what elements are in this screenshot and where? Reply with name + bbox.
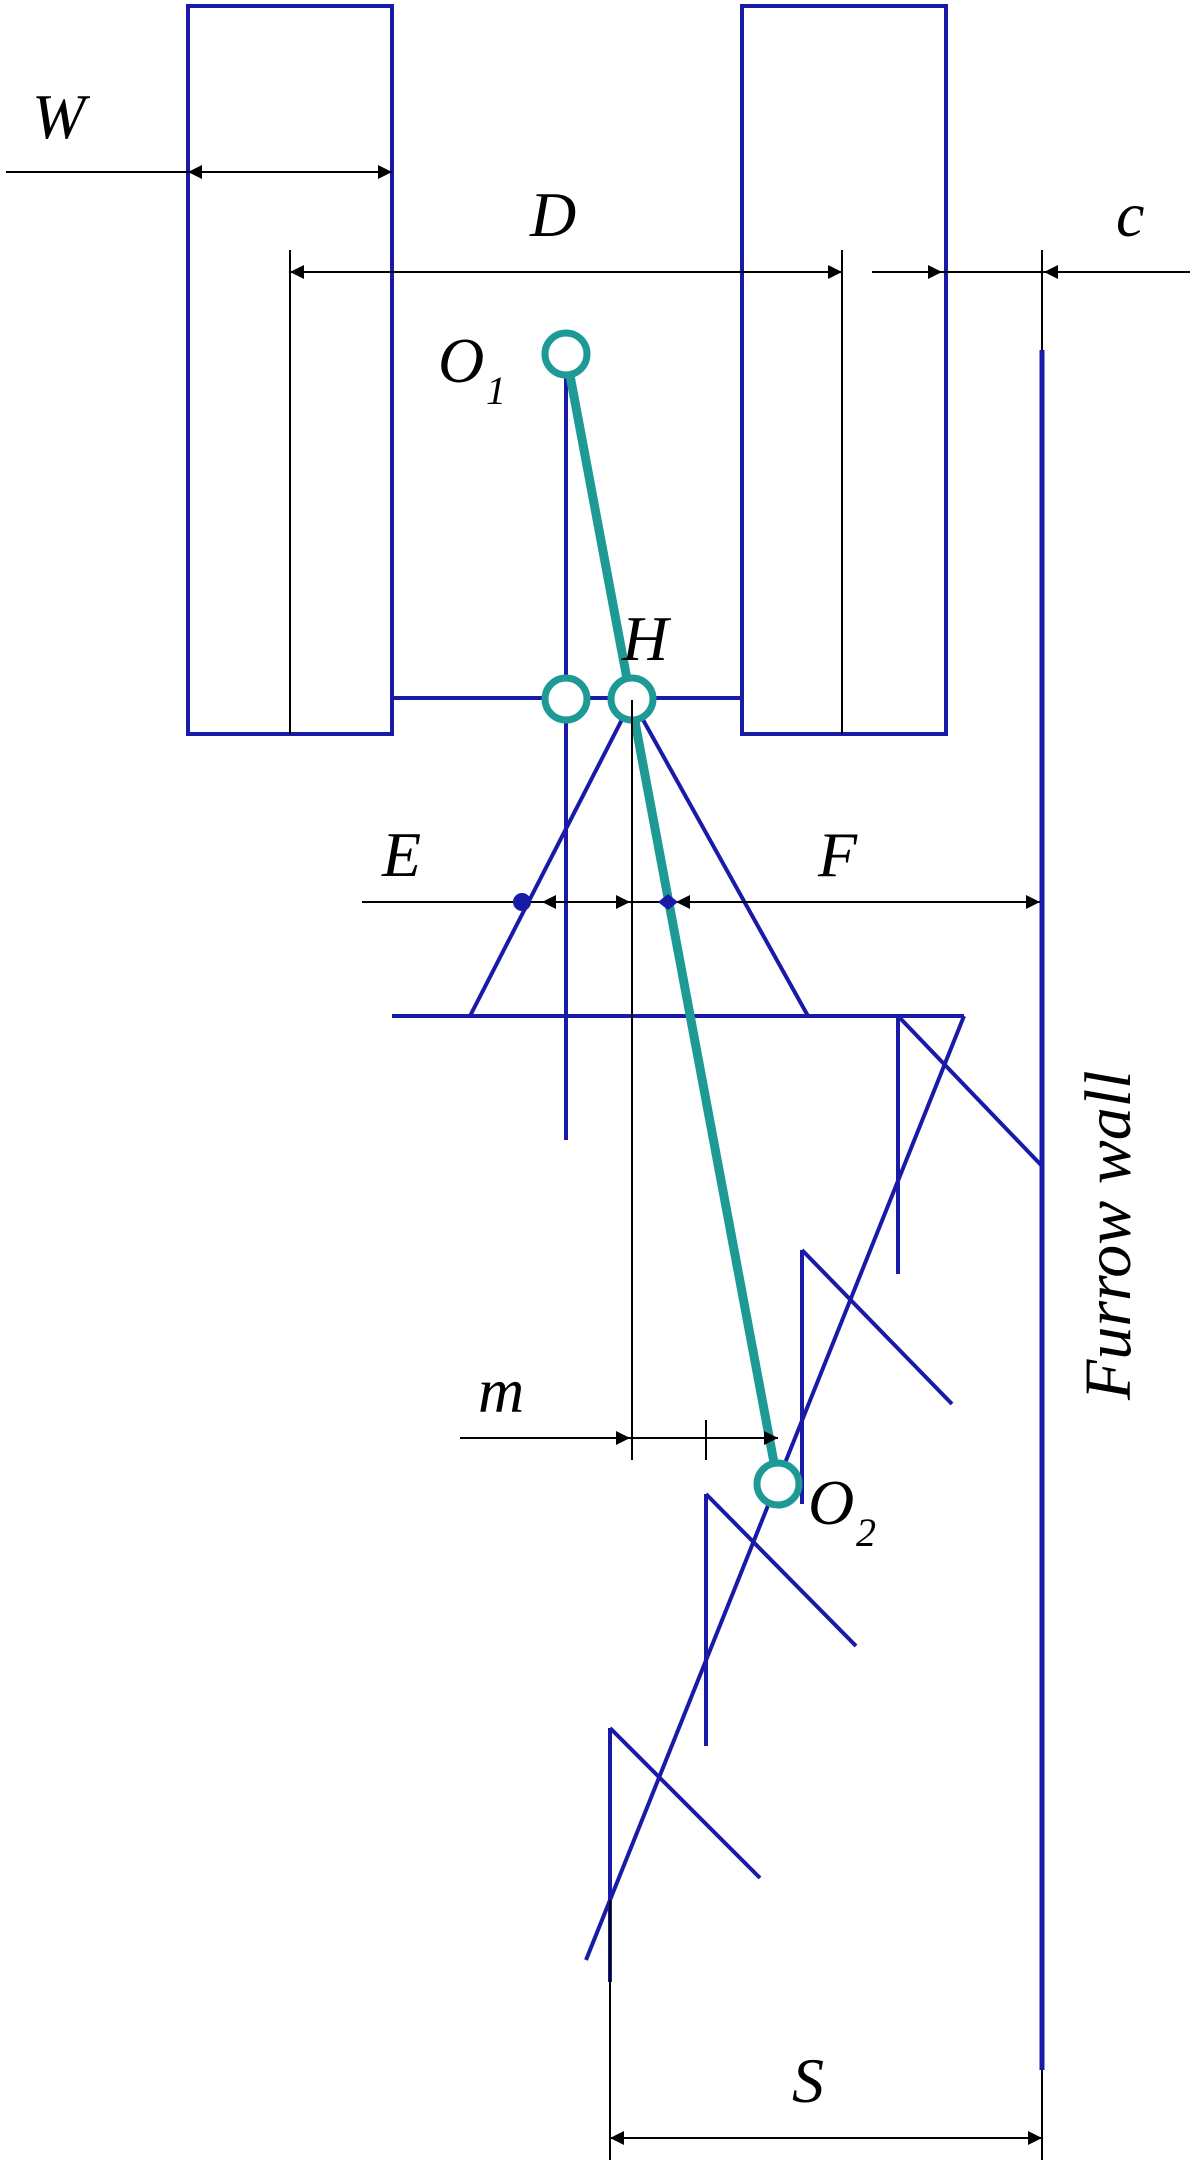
label-o2-subscript: 2 [856, 1510, 876, 1555]
label-s: S [792, 2045, 824, 2116]
plough-body-2 [800, 1248, 954, 1504]
hitch-line-o1-o2 [561, 353, 783, 1485]
label-m: m [478, 1355, 524, 1426]
label-o1: O [438, 325, 484, 396]
wheel-center-lines [289, 250, 843, 734]
label-o1-subscript: 1 [486, 368, 506, 413]
pivot-o2 [753, 1459, 803, 1509]
dimension-dots [513, 893, 678, 911]
label-o2: O [808, 1467, 854, 1538]
tractor [186, 4, 948, 1140]
dimensions [6, 165, 1190, 2160]
pivot-points [541, 329, 803, 1509]
pivot-o1 [541, 329, 591, 379]
right-wheel [740, 4, 948, 736]
plough-body-1 [896, 1014, 1044, 1274]
pivot-left-link [541, 674, 591, 724]
hitch-triangle [392, 699, 964, 1018]
plough-body-3 [704, 1492, 858, 1746]
label-c: c [1116, 179, 1144, 250]
label-w: W [32, 81, 91, 152]
label-e: E [381, 819, 421, 890]
label-d: D [529, 179, 576, 250]
furrow-wall-label: Furrow wall [1072, 1071, 1145, 1401]
label-f: F [817, 819, 858, 890]
label-h: H [621, 603, 672, 674]
plough-body-4 [608, 1726, 762, 1982]
